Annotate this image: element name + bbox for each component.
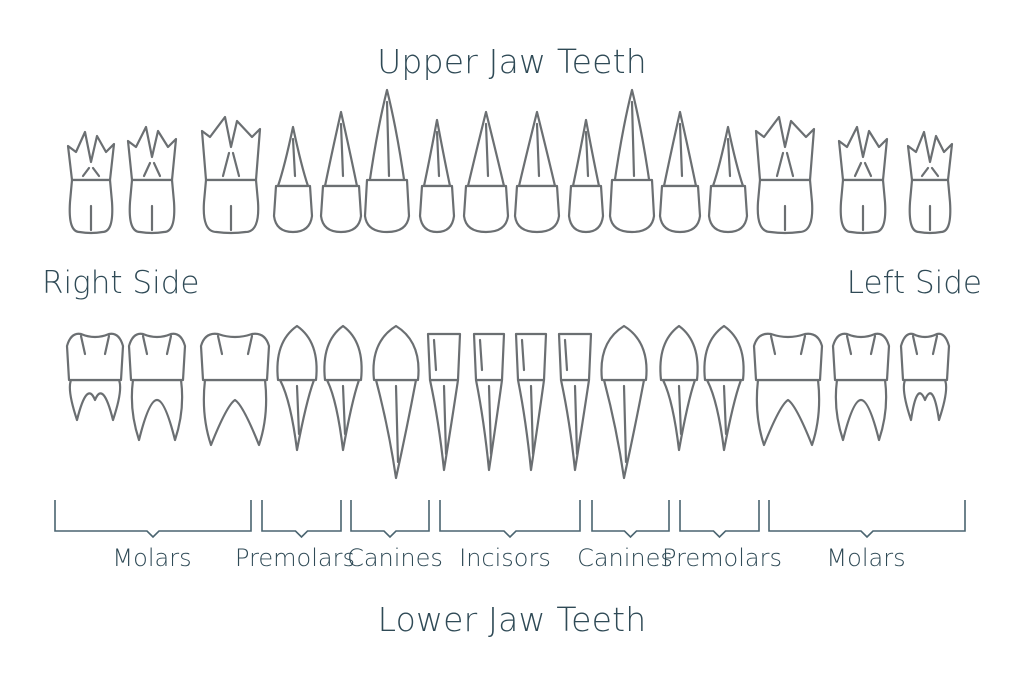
upper-molar-tooth xyxy=(66,130,116,235)
bracket-premolars-left xyxy=(679,500,760,539)
bracket-canines-left xyxy=(591,500,670,539)
upper-incisor-tooth xyxy=(513,110,561,234)
lower-incisor-tooth xyxy=(557,332,593,472)
lower-premolar-tooth xyxy=(703,324,745,452)
lower-molar-tooth xyxy=(752,332,824,447)
lower-molar-tooth xyxy=(199,332,271,447)
upper-incisor-tooth xyxy=(462,110,510,234)
group-label-canines-right: Canines xyxy=(347,544,443,572)
bracket-canines-right xyxy=(350,500,430,539)
group-brackets xyxy=(54,500,966,539)
group-label-incisors: Incisors xyxy=(459,544,551,572)
upper-jaw-title: Upper Jaw Teeth xyxy=(377,42,647,81)
lower-jaw-title: Lower Jaw Teeth xyxy=(377,600,647,639)
bracket-premolars-right xyxy=(261,500,342,539)
upper-molar-tooth xyxy=(754,115,816,235)
bracket-incisors xyxy=(439,500,581,539)
lower-incisor-tooth xyxy=(426,332,462,472)
upper-premolar-tooth xyxy=(319,110,363,234)
upper-incisor-tooth xyxy=(418,118,456,234)
bracket-molars-left xyxy=(768,500,966,539)
lower-molar-tooth xyxy=(65,332,125,422)
upper-molar-tooth xyxy=(126,125,178,235)
upper-premolar-tooth xyxy=(272,125,314,234)
lower-canine-tooth xyxy=(600,324,648,480)
upper-premolar-tooth xyxy=(707,125,749,234)
group-label-molars-left: Molars xyxy=(826,544,906,572)
group-label-premolars-right: Premolars xyxy=(235,544,355,572)
bracket-molars-right xyxy=(54,500,252,539)
lower-incisor-tooth xyxy=(514,332,548,472)
group-label-premolars-left: Premolars xyxy=(662,544,782,572)
upper-incisor-tooth xyxy=(567,118,605,234)
lower-premolar-tooth xyxy=(276,324,318,452)
group-label-molars-right: Molars xyxy=(112,544,192,572)
lower-molar-tooth xyxy=(127,332,187,442)
upper-canine-tooth xyxy=(363,88,411,234)
lower-premolar-tooth xyxy=(323,324,363,452)
upper-premolar-tooth xyxy=(658,110,702,234)
upper-molar-tooth xyxy=(837,125,889,235)
lower-molar-tooth xyxy=(899,332,951,422)
upper-molar-tooth xyxy=(906,130,954,235)
lower-premolar-tooth xyxy=(659,324,699,452)
group-label-canines-left: Canines xyxy=(577,544,673,572)
left-side-label: Left Side xyxy=(846,265,982,301)
lower-molar-tooth xyxy=(831,332,891,442)
upper-molar-tooth xyxy=(200,115,262,235)
lower-incisor-tooth xyxy=(472,332,506,472)
upper-teeth-row xyxy=(66,88,954,235)
right-side-label: Right Side xyxy=(42,265,200,301)
lower-canine-tooth xyxy=(372,324,420,480)
lower-teeth-row xyxy=(65,324,951,480)
upper-canine-tooth xyxy=(608,88,656,234)
